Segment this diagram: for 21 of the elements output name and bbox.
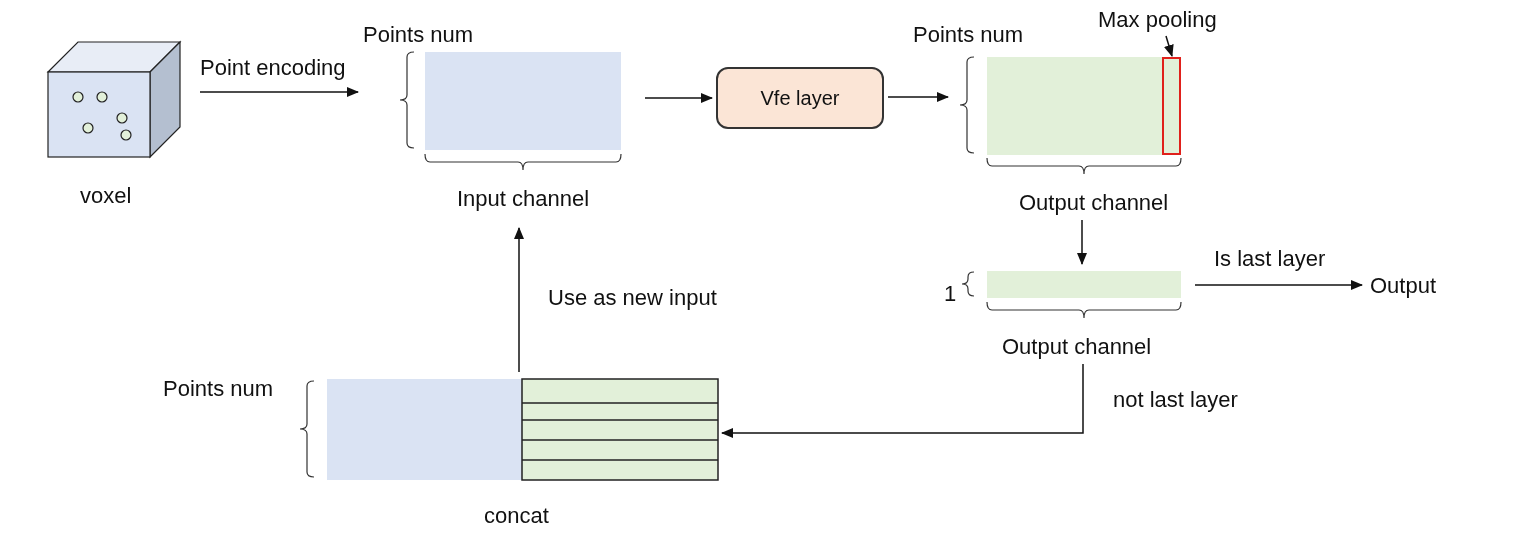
node-label: Output channel (1019, 190, 1169, 216)
process-box: Vfe layer (716, 67, 884, 129)
node-label: Output channel (1002, 334, 1152, 360)
text-label: Max pooling (1098, 6, 1240, 34)
arrow (1077, 219, 1087, 265)
arrow (887, 92, 949, 102)
node-label: 1 (944, 281, 957, 307)
node-label: Input channel (457, 186, 590, 212)
node-label: concat (484, 503, 549, 529)
node-label: Points num (163, 376, 274, 402)
node-label: voxel (80, 183, 132, 209)
leader-line (1164, 35, 1174, 57)
text-label: Output (1370, 272, 1460, 300)
node-label: Points num (913, 22, 1024, 48)
highlight-column (1162, 57, 1181, 155)
node-label: Points num (363, 22, 474, 48)
arrow (199, 87, 359, 97)
arrow (1194, 280, 1363, 290)
arrow (514, 227, 524, 373)
arrow (721, 363, 1084, 438)
arrow (644, 93, 713, 103)
